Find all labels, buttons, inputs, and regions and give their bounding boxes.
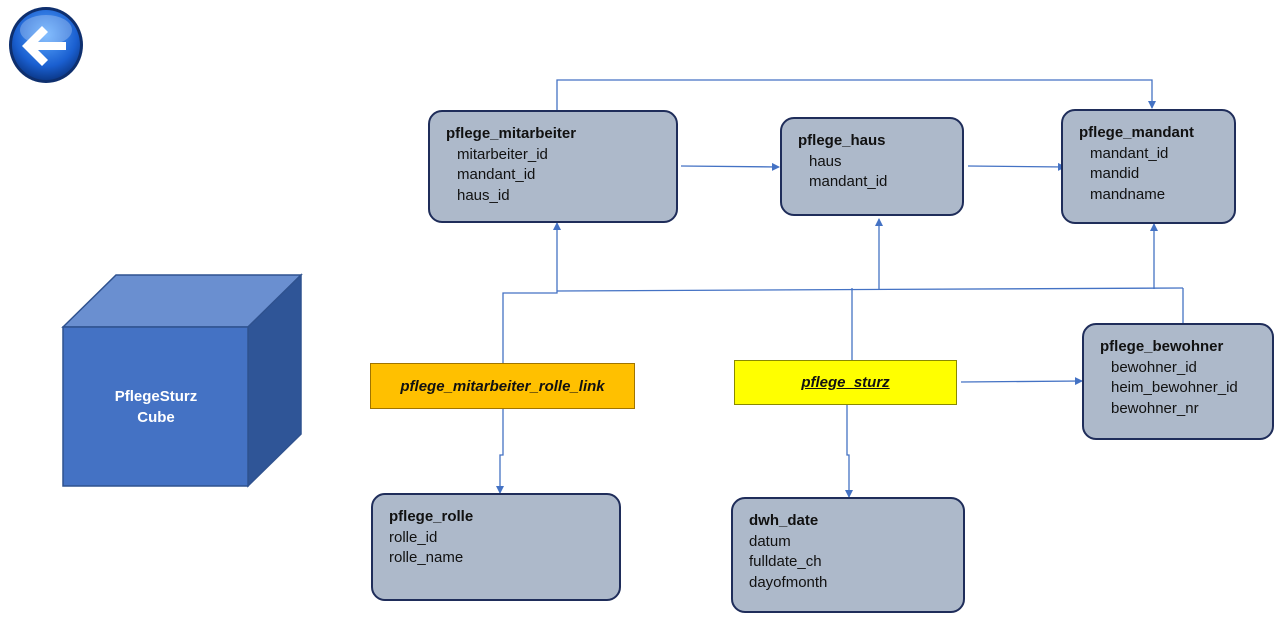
connector-sturz-bewohner (960, 377, 1083, 386)
field-item: fulldate_ch (749, 553, 822, 570)
connector-link-rolle (496, 408, 504, 494)
field-item: haus_id (457, 186, 510, 204)
table-pflege-rolle[interactable]: pflege_rolle rolle_id rolle_name (371, 493, 621, 601)
fact-label: pflege_mitarbeiter_rolle_link (400, 377, 605, 395)
back-button[interactable] (8, 4, 84, 84)
fact-pflege-sturz[interactable]: pflege_sturz (734, 360, 957, 405)
table-name: pflege_mandant (1079, 124, 1195, 141)
field-item: bewohner_nr (1111, 399, 1199, 417)
connector-sturz-date (845, 405, 853, 498)
field-item: mandid (1090, 165, 1140, 182)
table-name: pflege_mitarbeiter (446, 125, 577, 142)
cube-label-line2: Cube (137, 409, 175, 426)
field-item: haus (809, 152, 842, 170)
connector-link-mitarbeiter (502, 222, 561, 363)
table-pflege-mandant[interactable]: pflege_mandant mandant_id mandid mandnam… (1061, 109, 1236, 224)
fact-label: pflege_sturz (801, 374, 890, 391)
field-item: bewohner_id (1111, 358, 1197, 376)
field-item: mandant_id (809, 173, 888, 190)
cube-shape (61, 273, 303, 488)
back-arrow-icon (9, 7, 83, 83)
field-item: rolle_name (389, 549, 464, 566)
fact-mitarbeiter-rolle-link[interactable]: pflege_mitarbeiter_rolle_link (370, 363, 635, 409)
field-item: rolle_id (389, 528, 438, 546)
field-item: mandant_id (1090, 144, 1169, 162)
table-name: pflege_bewohner (1100, 338, 1224, 355)
field-item: heim_bewohner_id (1111, 379, 1238, 396)
field-item: datum (749, 532, 791, 550)
table-name: pflege_haus (798, 132, 886, 149)
table-dwh-date[interactable]: dwh_date datum fulldate_ch dayofmonth (731, 497, 965, 613)
table-pflege-bewohner[interactable]: pflege_bewohner bewohner_id heim_bewohne… (1082, 323, 1274, 440)
cube-label: PflegeSturz Cube (64, 327, 248, 487)
connector-mitarbeiter-mandant (556, 79, 1156, 110)
connector-haus-mandant (967, 162, 1066, 171)
field-item: dayofmonth (749, 573, 828, 591)
table-name: pflege_rolle (389, 508, 474, 525)
field-item: mandname (1090, 185, 1166, 203)
field-item: mitarbeiter_id (457, 145, 548, 163)
cube-label-line1: PflegeSturz (114, 388, 198, 405)
field-item: mandant_id (457, 166, 536, 183)
connector-mitarbeiter-haus (680, 162, 780, 171)
table-pflege-haus[interactable]: pflege_haus haus mandant_id (780, 117, 964, 216)
connector-bus (556, 287, 1184, 292)
table-pflege-mitarbeiter[interactable]: pflege_mitarbeiter mitarbeiter_id mandan… (428, 110, 678, 223)
table-name: dwh_date (749, 512, 819, 529)
